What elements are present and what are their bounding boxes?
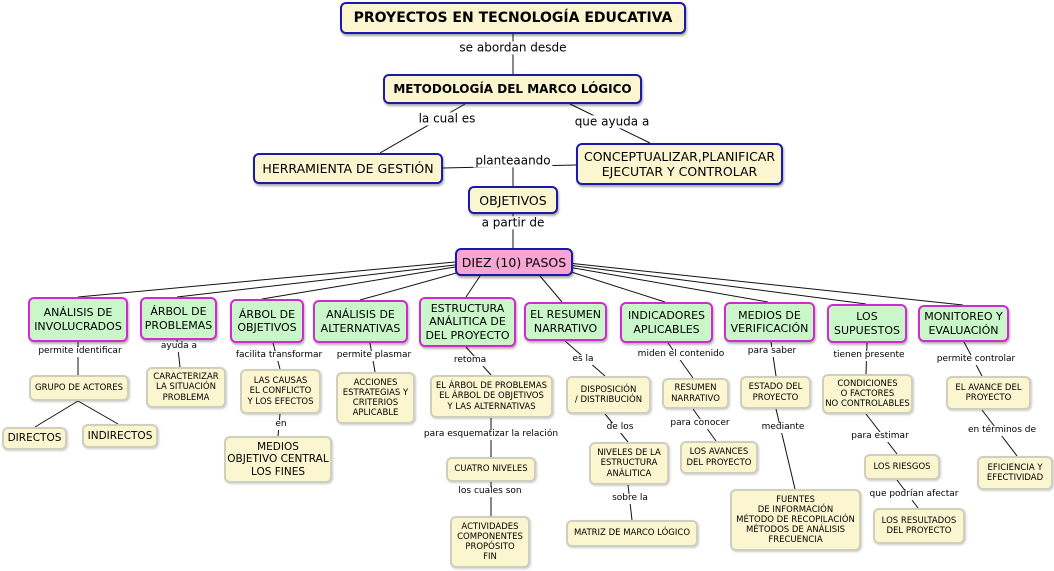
step-arbol-problemas[interactable]: ÁRBOL DE PROBLEMAS [140, 297, 217, 340]
step-monitoreo[interactable]: MONITOREO Y EVALUACIÓN [918, 305, 1009, 342]
label-para-saber: para saber [745, 346, 799, 357]
matriz-node[interactable]: MATRIZ DE MARCO LÓGICO [566, 520, 698, 547]
indirectos-node[interactable]: INDIRECTOS [82, 424, 158, 448]
label-para-conocer: para conocer [668, 418, 732, 429]
step-arbol-objetivos[interactable]: ÁRBOL DE OBJETIVOS [230, 299, 304, 343]
label-tienen-presente: tienen presente [831, 350, 907, 361]
caracterizar-node[interactable]: CARACTERIZAR LA SITUACIÓN PROBLEMA [146, 367, 226, 408]
disposicion-node[interactable]: DISPOSICIÓN / DISTRIBUCIÓN [566, 376, 651, 414]
step-medios-verificacion[interactable]: MEDIOS DE VERIFICACIÓN [724, 302, 815, 342]
fuentes-node[interactable]: FUENTES DE INFORMACIÓN MÉTODO DE RECOPIL… [730, 489, 861, 551]
label-permite-controlar: permite controlar [934, 354, 1018, 365]
label-en-terminos-de: en términos de [966, 425, 1038, 436]
step-analisis-involucrados[interactable]: ANÁLISIS DE INVOLUCRADOS [28, 297, 128, 342]
label-que-ayuda: que ayuda a [572, 114, 652, 129]
label-retoma: retoma [451, 355, 489, 366]
metodologia-node[interactable]: METODOLOGÍA DEL MARCO LÓGICO [383, 74, 642, 104]
label-se-abordan: se abordan desde [457, 40, 569, 55]
diez-pasos-node[interactable]: DIEZ (10) PASOS [455, 248, 573, 276]
label-mediante: mediante [759, 422, 807, 433]
label-en: en [273, 419, 289, 430]
step-analisis-alternativas[interactable]: ANÁLISIS DE ALTERNATIVAS [313, 300, 408, 343]
label-ayuda-a: ayuda a [158, 341, 200, 352]
label-permite-identificar: permite identificar [36, 346, 124, 357]
label-la-cual-es: la cual es [416, 111, 478, 126]
label-sobre-la: sobre la [610, 493, 650, 504]
avances-node[interactable]: LOS AVANCES DEL PROYECTO [680, 441, 758, 474]
label-para-esquematizar: para esquematizar la relación [421, 429, 561, 440]
acciones-node[interactable]: ACCIONES ESTRATEGIAS Y CRITERIOS APLICAB… [336, 372, 415, 424]
label-para-estimar: para estimar [849, 431, 911, 442]
riesgos-node[interactable]: LOS RIESGOS [864, 454, 940, 480]
cuatro-niveles-node[interactable]: CUATRO NIVELES [446, 457, 536, 482]
resumen-narrativo-node[interactable]: RESUMEN NARRATIVO [662, 378, 729, 409]
label-que-podrian-afectar: que podrían afectar [867, 489, 961, 500]
arbol-retoma-node[interactable]: EL ÁRBOL DE PROBLEMAS EL ÁRBOL DE OBJETI… [430, 375, 553, 418]
label-de-los: de los [604, 422, 636, 433]
estado-node[interactable]: ESTADO DEL PROYECTO [740, 376, 811, 409]
step-indicadores[interactable]: INDICADORES APLICABLES [620, 302, 713, 343]
grupo-actores-node[interactable]: GRUPO DE ACTORES [29, 375, 129, 401]
avance-proyecto-node[interactable]: EL AVANCE DEL PROYECTO [946, 376, 1031, 410]
eficiencia-node[interactable]: EFICIENCIA Y EFECTIVIDAD [977, 456, 1053, 490]
condiciones-node[interactable]: CONDICIONES O FACTORES NO CONTROLABLES [822, 374, 913, 414]
label-miden-contenido: miden el contenido [635, 349, 727, 360]
label-planteaando: planteaando [473, 153, 553, 168]
niveles-estructura-node[interactable]: NIVELES DE LA ESTRUCTURA ANÁLITICA [589, 442, 669, 485]
root-topic[interactable]: PROYECTOS EN TECNOLOGÍA EDUCATIVA [340, 2, 686, 34]
medios-node[interactable]: MEDIOS OBJETIVO CENTRAL LOS FINES [224, 436, 332, 483]
directos-node[interactable]: DIRECTOS [2, 427, 67, 450]
causas-node[interactable]: LAS CAUSAS EL CONFLICTO Y LOS EFECTOS [240, 369, 321, 414]
actividades-node[interactable]: ACTIVIDADES COMPONENTES PROPÓSITO FIN [450, 516, 530, 568]
label-es-la: es la [570, 354, 596, 365]
conceptualizar-node[interactable]: CONCEPTUALIZAR,PLANIFICAR EJECUTAR Y CON… [576, 143, 783, 185]
resultados-node[interactable]: LOS RESULTADOS DEL PROYECTO [873, 508, 965, 544]
label-permite-plasmar: permite plasmar [334, 350, 414, 361]
label-los-cuales-son: los cuales son [456, 486, 524, 497]
step-supuestos[interactable]: LOS SUPUESTOS [827, 304, 907, 343]
label-a-partir-de: a partir de [479, 215, 547, 230]
objetivos-node[interactable]: OBJETIVOS [468, 186, 558, 214]
herramienta-node[interactable]: HERRAMIENTA DE GESTIÓN [253, 153, 443, 184]
label-facilita-transformar: facilita transformar [233, 350, 325, 361]
step-resumen-narrativo[interactable]: EL RESUMEN NARRATIVO [524, 302, 607, 341]
step-estructura-analitica[interactable]: ESTRUCTURA ANÁLITICA DE DEL PROYECTO [419, 297, 516, 347]
